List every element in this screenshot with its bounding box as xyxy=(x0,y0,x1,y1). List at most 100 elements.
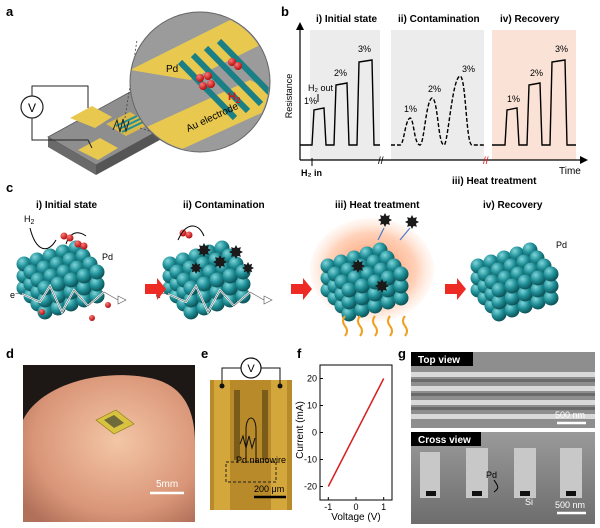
contaminant xyxy=(351,259,365,273)
panel-g-letter: g xyxy=(398,346,406,361)
f-xtick-label: 0 xyxy=(353,502,358,512)
c-electron-path-1-outline xyxy=(21,285,119,313)
c-arrow-out xyxy=(65,232,87,245)
d-fingertip xyxy=(23,375,196,522)
b-break-1: // xyxy=(378,156,384,167)
e-wire-label: Pd nanowire xyxy=(236,455,286,465)
pd-atom xyxy=(354,290,370,306)
c-electron-arrow-2 xyxy=(263,295,273,305)
pd-crystal-contamination xyxy=(162,240,251,320)
e-contact-right xyxy=(277,383,283,389)
e-pad-left xyxy=(234,390,240,460)
section-bg-1 xyxy=(310,30,380,160)
f-xtick-label: 1 xyxy=(381,502,386,512)
panel-a-letter: a xyxy=(6,4,14,19)
pd-atom xyxy=(530,270,546,286)
c-title-1: i) Initial state xyxy=(36,200,98,211)
g-cross-pillars xyxy=(420,448,582,498)
pd-atom xyxy=(89,264,105,280)
contaminant xyxy=(378,213,392,227)
pd-atom xyxy=(341,294,357,310)
e-voltmeter-label: V xyxy=(247,363,255,375)
g-top-label-bg xyxy=(411,352,473,366)
g-scale-label-1: 500 nm xyxy=(555,410,585,420)
pd-atom xyxy=(530,282,546,298)
c-pd-label-1: Pd xyxy=(102,252,113,262)
g-cross-label: Cross view xyxy=(418,435,471,446)
c-title-4: iv) Recovery xyxy=(483,200,543,211)
b-trace-contamination xyxy=(391,75,484,146)
e-electrode-left xyxy=(214,380,230,510)
c-electron-arrow-1 xyxy=(117,295,127,305)
pd-crystal-initial xyxy=(16,240,105,320)
wire-top xyxy=(31,85,89,108)
pd-atom xyxy=(354,302,370,318)
e-current-loop xyxy=(245,417,257,462)
c-desorb-arrow-2 xyxy=(399,227,411,241)
wire-bottom xyxy=(31,118,93,149)
pd-atom xyxy=(354,278,370,294)
e-resistor xyxy=(239,434,256,450)
panel-c: c i) Initial state ii) Contamination iii… xyxy=(6,180,567,337)
section-bg-2 xyxy=(391,30,484,160)
g-si-label: Si xyxy=(525,497,533,507)
f-ytick-label: 10 xyxy=(307,401,317,411)
pd-atom xyxy=(183,304,199,320)
panel-e-letter: e xyxy=(201,346,208,361)
b-xlabel: Time xyxy=(559,166,581,177)
zoom-wire-3 xyxy=(203,45,264,107)
b-pct-1a: 1% xyxy=(304,96,317,106)
pd-atom xyxy=(341,282,357,298)
panel-f-letter: f xyxy=(297,346,302,361)
e-contact-left xyxy=(219,383,225,389)
panel-g: g Top view 500 nm Cross view Pd xyxy=(398,346,595,524)
panel-b-letter: b xyxy=(281,4,289,19)
zoom-pd-label: Pd xyxy=(166,64,178,75)
b-pct-3c: 3% xyxy=(555,44,568,54)
c-step-arrow-1 xyxy=(145,278,166,300)
pd-atom xyxy=(63,272,79,288)
contaminant xyxy=(197,243,211,257)
b-pct-1c: 1% xyxy=(507,94,520,104)
panel-b: b i) Initial state ii) Contamination iv)… xyxy=(281,4,588,187)
g-cross-label-bg xyxy=(411,432,481,446)
pd-atom xyxy=(393,278,409,294)
c-electron-label-1: e⁻ xyxy=(10,290,20,300)
pd-atom xyxy=(183,292,199,308)
pd-atom xyxy=(209,284,225,300)
pd-atom xyxy=(196,276,212,292)
contaminant xyxy=(213,255,227,269)
c-h2-label: H2 xyxy=(24,214,35,226)
pd-atom xyxy=(37,280,53,296)
g-top-stripes xyxy=(411,372,595,419)
pd-atom xyxy=(543,278,559,294)
b-pct-3b: 3% xyxy=(462,64,475,74)
panel-d-letter: d xyxy=(6,346,14,361)
pd-atom xyxy=(50,276,66,292)
panel-a: a V xyxy=(6,4,271,175)
pd-atom xyxy=(393,266,409,282)
pd-atom xyxy=(89,276,105,292)
f-ylabel: Current (mA) xyxy=(295,401,306,459)
contaminants xyxy=(190,213,419,293)
zoom-wire-4 xyxy=(216,38,269,100)
c-electron-path-2-outline xyxy=(167,285,265,313)
section-title-2: ii) Contamination xyxy=(398,14,480,25)
pd-atom xyxy=(504,278,520,294)
c-desorb-arrow-1 xyxy=(377,227,385,241)
pd-atom xyxy=(183,280,199,296)
zoom-h2-label: H2 xyxy=(228,91,241,105)
b-trace-initial xyxy=(300,59,380,146)
pd-atom xyxy=(50,288,66,304)
pd-atom xyxy=(341,306,357,322)
pd-atom xyxy=(380,294,396,310)
panel-d: d 5mm xyxy=(6,346,196,522)
f-xtick-label: -1 xyxy=(324,502,332,512)
pd-atom xyxy=(504,302,520,318)
contaminant xyxy=(190,262,202,274)
c-step-arrow-2 xyxy=(291,278,312,300)
pd-atom xyxy=(367,298,383,314)
pd-atom xyxy=(196,288,212,304)
